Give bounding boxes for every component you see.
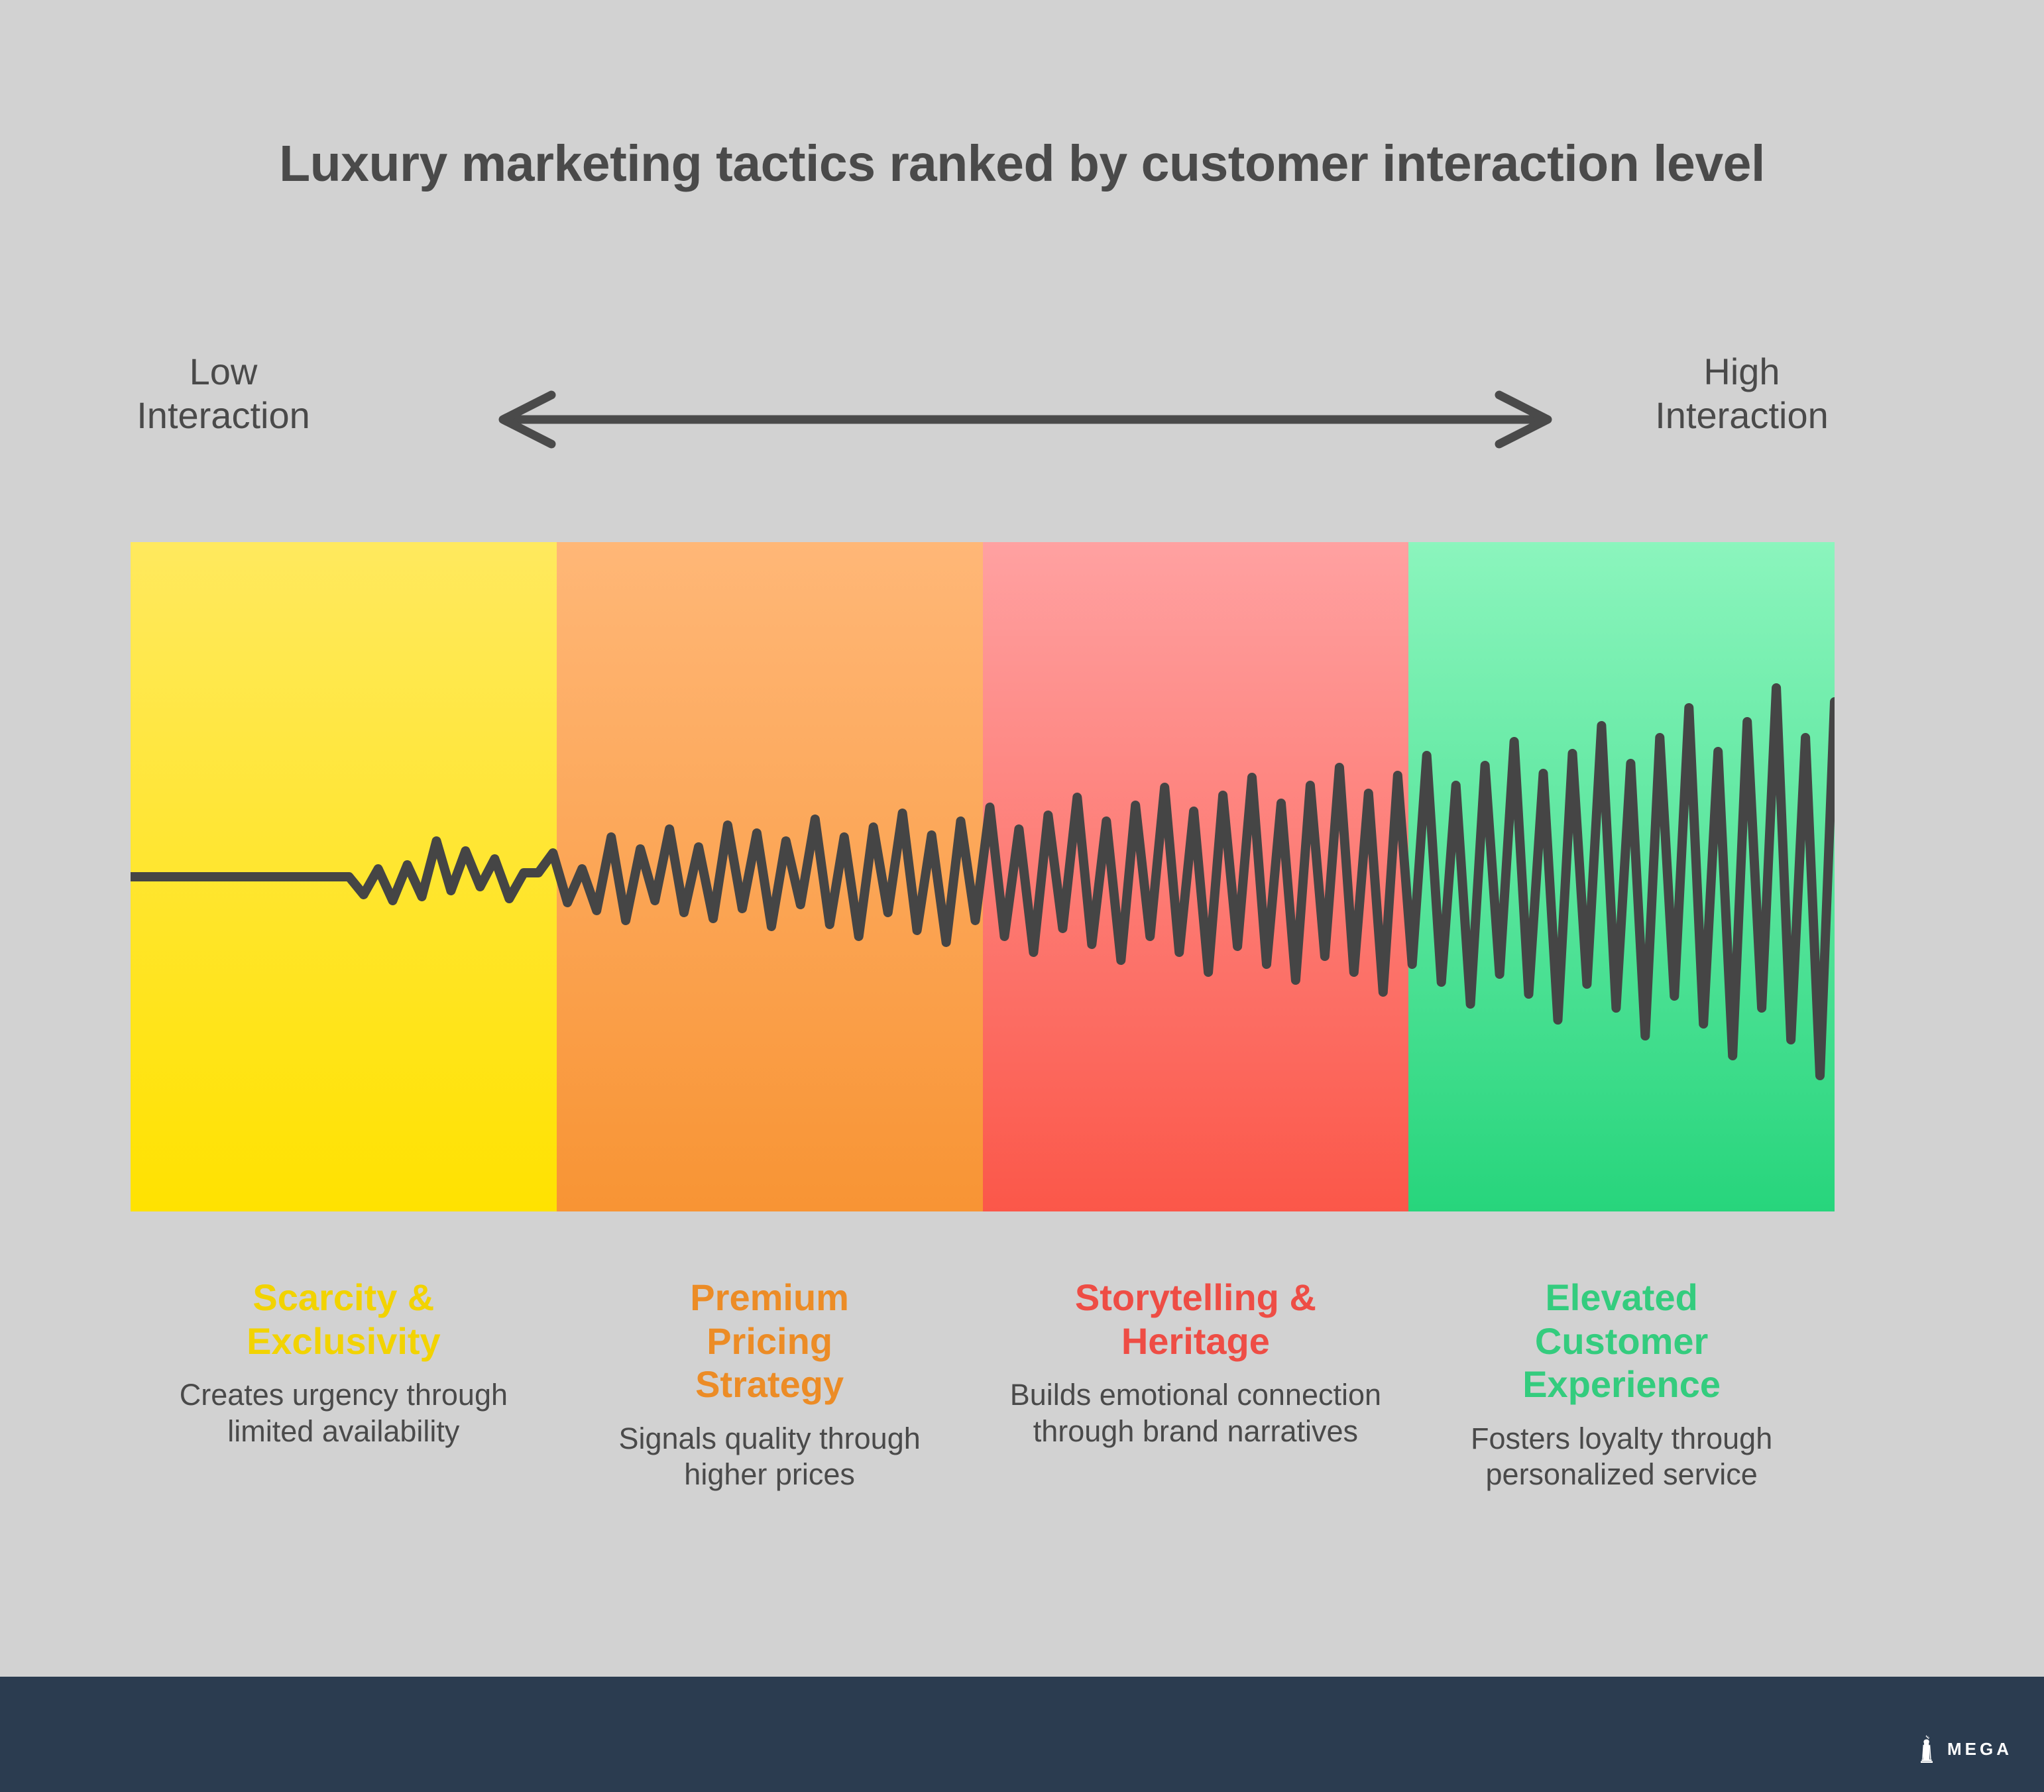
category-title: Storytelling &Heritage (1074, 1276, 1316, 1362)
category-storytelling: Storytelling &Heritage Builds emotional … (983, 1276, 1409, 1493)
category-description: Signals quality through higher prices (618, 1421, 921, 1492)
band-storytelling (982, 542, 1409, 1211)
page-title: Luxury marketing tactics ranked by custo… (279, 135, 1765, 192)
band-elevated-experience (1408, 542, 1835, 1211)
brand-logo: MEGA (1917, 1735, 2012, 1763)
band-scarcity (131, 542, 557, 1211)
category-description: Builds emotional connection through bran… (1009, 1378, 1382, 1448)
band-premium-pricing (556, 542, 983, 1211)
brand-name: MEGA (1947, 1738, 2012, 1759)
footer-bar: MEGA (0, 1677, 2044, 1792)
gradient-bands (131, 542, 1835, 1211)
mega-statue-icon (1921, 1735, 1933, 1763)
category-title: Scarcity &Exclusivity (247, 1276, 441, 1362)
category-columns: Scarcity &Exclusivity Creates urgency th… (131, 1276, 1835, 1493)
double-arrow-icon (488, 390, 1562, 449)
category-scarcity: Scarcity &Exclusivity Creates urgency th… (131, 1276, 557, 1493)
category-description: Creates urgency through limited availabi… (179, 1378, 508, 1448)
category-description: Fosters loyalty through personalized ser… (1471, 1421, 1773, 1492)
